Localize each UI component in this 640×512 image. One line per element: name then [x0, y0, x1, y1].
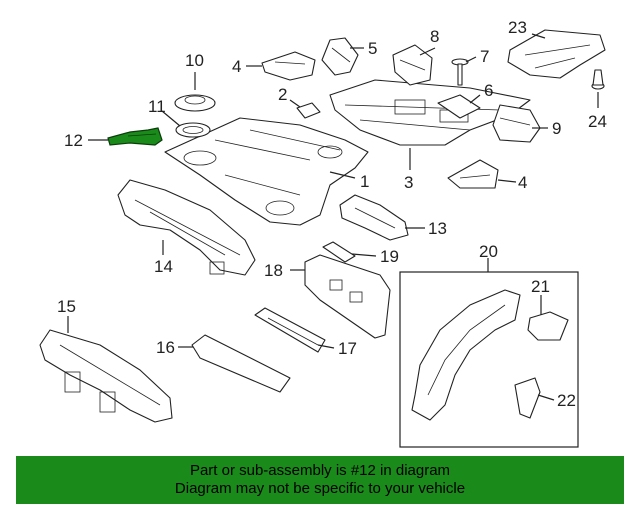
- part-24-clip: [591, 69, 605, 90]
- callout-12: 12: [64, 131, 83, 150]
- part-12-highlighted-bracket: [107, 127, 163, 146]
- callout-19: 19: [380, 247, 399, 266]
- callout-4-upper: 4: [232, 57, 241, 76]
- part-18-rear-panel: [304, 254, 391, 339]
- callout-15: 15: [57, 297, 76, 316]
- part-9-tray: [492, 104, 541, 143]
- part-6-plate: [437, 94, 481, 119]
- part-13-member: [339, 194, 409, 241]
- callout-14: 14: [154, 257, 173, 276]
- callout-4-lower: 4: [518, 173, 527, 192]
- callout-10: 10: [185, 51, 204, 70]
- callout-2: 2: [278, 85, 287, 104]
- callout-24: 24: [588, 112, 607, 131]
- part-17-crossmember: [254, 307, 326, 353]
- callout-9: 9: [552, 119, 561, 138]
- callout-22: 22: [557, 391, 576, 410]
- banner-line-1: Part or sub-assembly is #12 in diagram: [189, 462, 451, 479]
- part-16-long-plate: [191, 334, 291, 393]
- callout-13: 13: [428, 219, 447, 238]
- callout-1: 1: [360, 172, 369, 191]
- part-23-cover: [507, 29, 606, 79]
- callout-16: 16: [156, 338, 175, 357]
- callout-7: 7: [480, 47, 489, 66]
- callout-5: 5: [368, 39, 377, 58]
- part-1-rear-floor-pan: [164, 117, 369, 226]
- callout-11: 11: [148, 97, 166, 116]
- part-12-shape: [107, 127, 163, 146]
- part-8-bracket: [392, 44, 433, 86]
- leader-lines: [67, 33, 599, 401]
- part-22-bracket: [514, 377, 541, 419]
- part-14-side-rail: [117, 179, 256, 276]
- part-19-strip: [322, 241, 356, 263]
- callout-17: 17: [338, 339, 357, 358]
- part-7-bolt: [451, 58, 469, 86]
- callout-21: 21: [531, 277, 550, 296]
- part-2-bracket: [296, 102, 321, 119]
- part-11-ring: [175, 122, 211, 138]
- callout-8: 8: [430, 27, 439, 46]
- callout-6: 6: [484, 81, 493, 100]
- callout-3: 3: [404, 173, 413, 192]
- parts-diagram: 1 2 3 4 4 5 6 7 8 9 10 11 12 13 14 15 16…: [39, 18, 607, 448]
- part-20-assembly-group: [399, 271, 579, 448]
- part-5-bracket: [321, 37, 359, 76]
- banner-line-2: Diagram may not be specific to your vehi…: [174, 480, 466, 497]
- callout-20: 20: [479, 242, 498, 261]
- part-15-front-rail: [39, 329, 173, 423]
- part-4-reinforcement-lower: [447, 159, 499, 189]
- part-4-reinforcement-upper: [261, 51, 316, 81]
- callout-23: 23: [508, 18, 527, 37]
- part-21-bracket: [527, 311, 569, 341]
- info-banner: Part or sub-assembly is #12 in diagram D…: [16, 456, 624, 504]
- part-10-mount: [174, 94, 216, 112]
- callout-18: 18: [264, 261, 283, 280]
